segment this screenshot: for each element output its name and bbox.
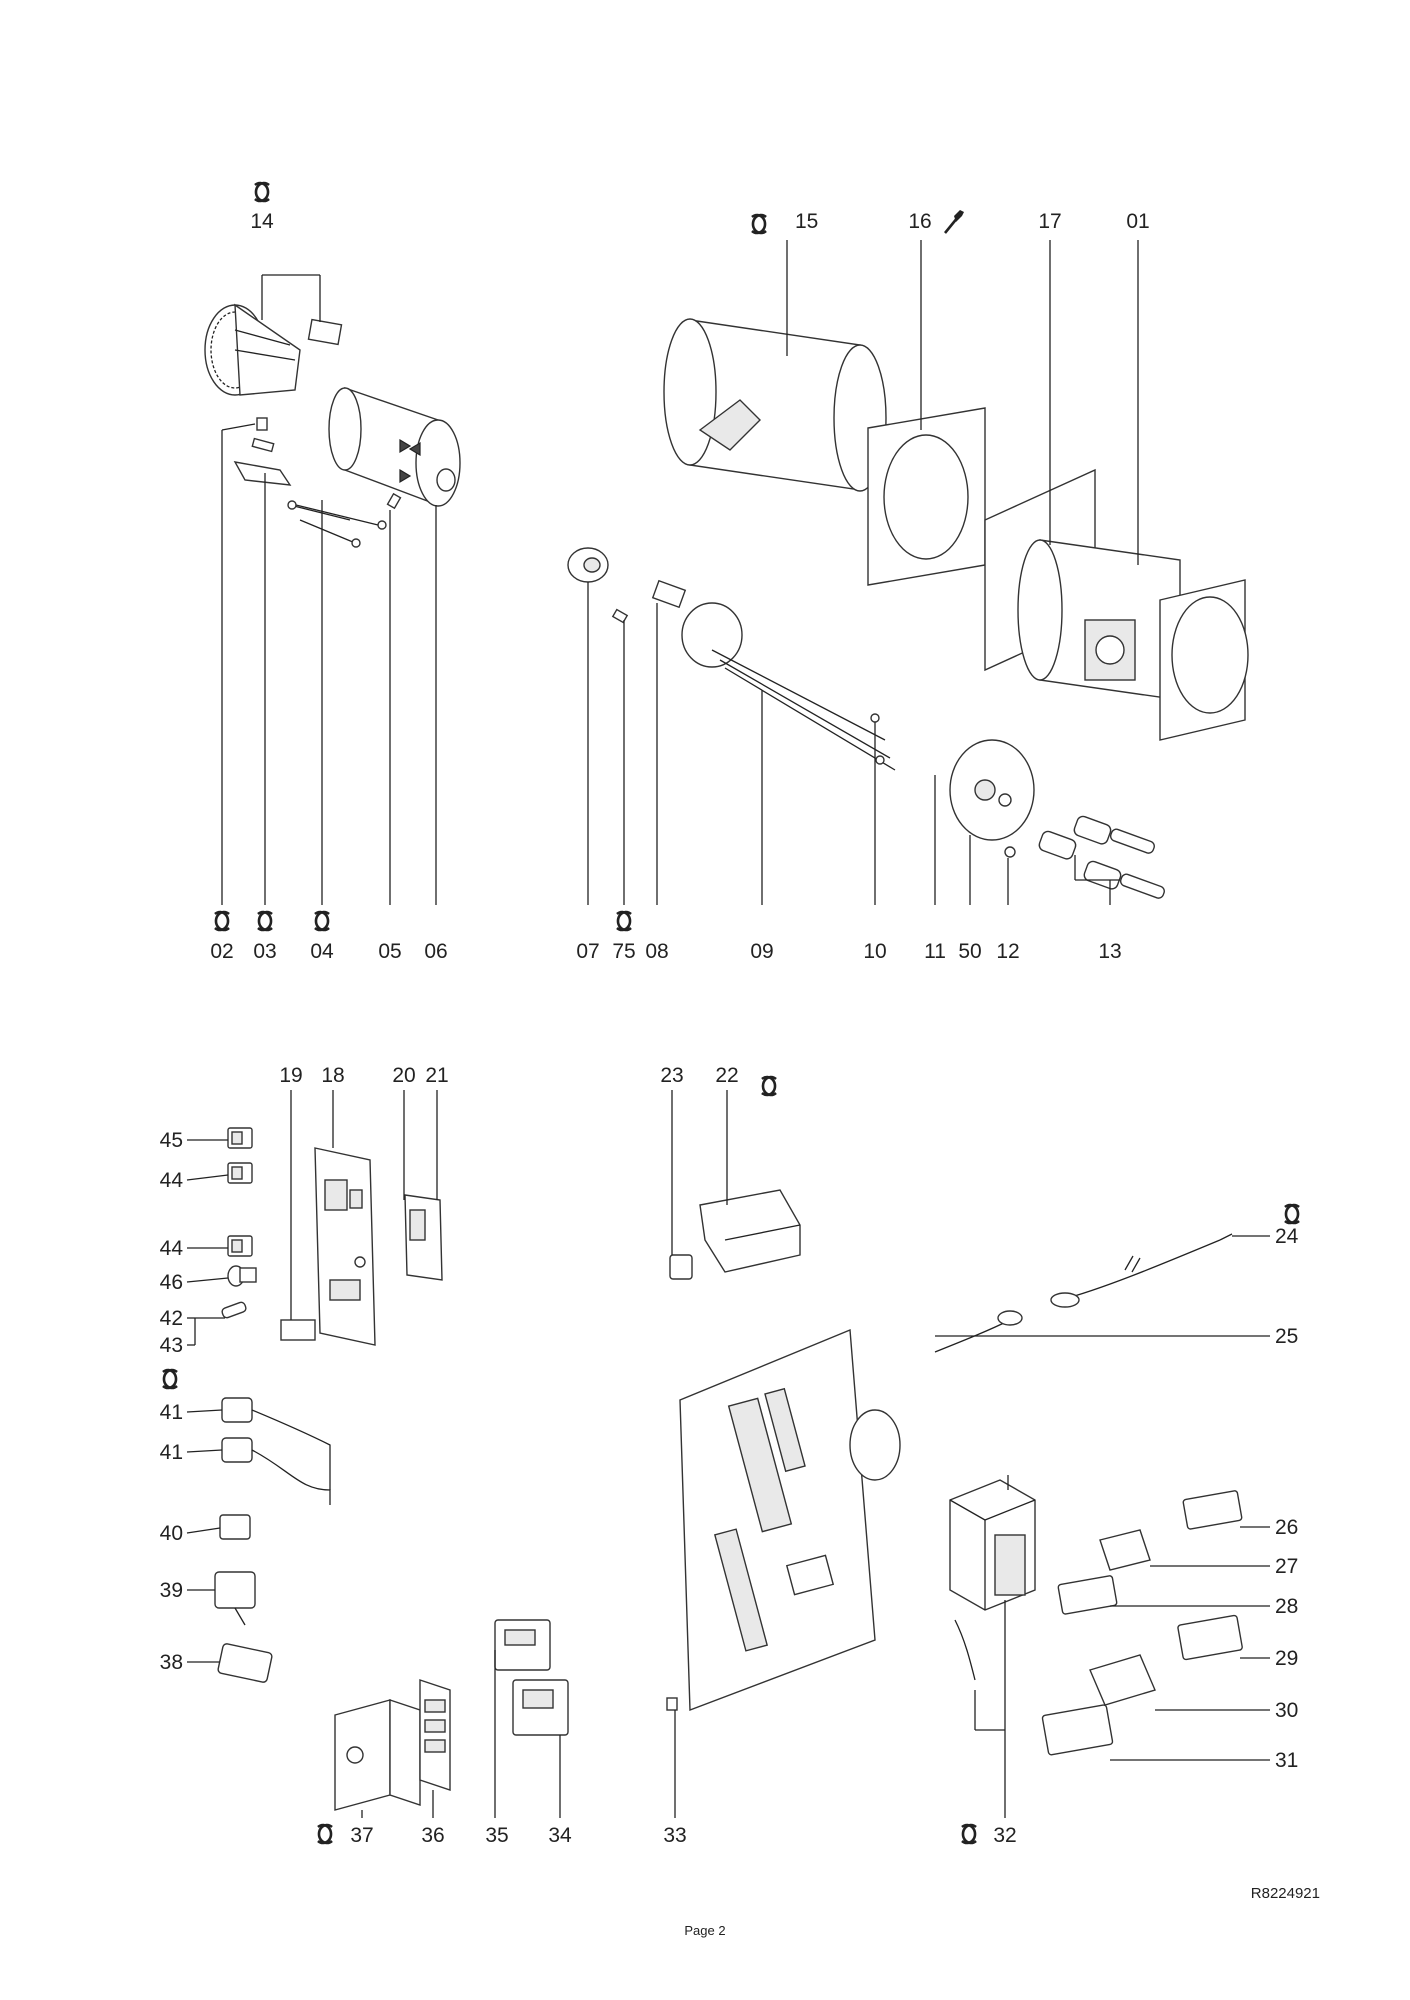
connectors-26-31-drawing	[1041, 1490, 1243, 1756]
label-13: 13	[1098, 940, 1121, 963]
part-50-drawing	[949, 739, 1035, 841]
spare-part-symbol-37	[317, 1823, 333, 1845]
part-24-25-drawing	[934, 1233, 1233, 1353]
label-25: 25	[1275, 1325, 1298, 1348]
part-19-drawing	[280, 1319, 316, 1341]
part-20-21-drawing	[404, 1194, 443, 1281]
label-30: 30	[1275, 1699, 1298, 1722]
label-43: 43	[160, 1334, 183, 1357]
label-21: 21	[425, 1064, 448, 1087]
part-15-drawing	[663, 318, 887, 492]
part-40-39-38-drawing	[214, 1514, 273, 1683]
label-40: 40	[160, 1522, 183, 1545]
label-32: 32	[993, 1824, 1016, 1847]
label-03: 03	[253, 940, 276, 963]
label-46: 46	[160, 1271, 183, 1294]
label-27: 27	[1275, 1555, 1298, 1578]
part-16-drawing	[867, 407, 986, 586]
label-15: 15	[795, 210, 818, 233]
part-09-drawing	[681, 602, 896, 771]
label-10: 10	[863, 940, 886, 963]
label-26: 26	[1275, 1516, 1298, 1539]
part-41-drawing	[221, 1397, 331, 1505]
part-45-44-46-42-drawings	[221, 1127, 257, 1319]
label-34: 34	[548, 1824, 572, 1847]
spare-part-symbol-75	[616, 910, 632, 932]
label-02: 02	[210, 940, 233, 963]
label-41b: 41	[160, 1441, 183, 1464]
spare-part-symbol-02	[214, 910, 230, 932]
label-07: 07	[576, 940, 599, 963]
part-37-36-drawing	[334, 1679, 451, 1811]
label-31: 31	[1275, 1749, 1298, 1772]
label-36: 36	[421, 1824, 444, 1847]
label-44a: 44	[160, 1169, 184, 1192]
page-number: Page 2	[684, 1923, 725, 1938]
group-bottom-right: 23 22 24 25 26 27 28 29 30 31 33 32	[660, 1064, 1300, 1847]
label-39: 39	[160, 1579, 183, 1602]
wrench-icon	[943, 210, 964, 234]
label-14: 14	[250, 210, 274, 233]
label-20: 20	[392, 1064, 415, 1087]
label-75: 75	[612, 940, 635, 963]
label-41a: 41	[160, 1401, 183, 1424]
label-45: 45	[160, 1129, 183, 1152]
label-09: 09	[750, 940, 773, 963]
label-11: 11	[924, 940, 946, 963]
part-07-08-75-drawing	[567, 547, 687, 624]
part-02-05-drawings	[233, 417, 402, 548]
label-38: 38	[160, 1651, 183, 1674]
document-reference: R8224921	[1251, 1885, 1320, 1902]
spare-part-symbol-04	[314, 910, 330, 932]
part-14-drawing	[204, 274, 343, 396]
label-12: 12	[996, 940, 1019, 963]
label-22: 22	[715, 1064, 738, 1087]
spare-part-symbol-15	[751, 213, 767, 235]
label-44b: 44	[160, 1237, 184, 1260]
part-22-23-drawing	[669, 1189, 801, 1280]
group-bottom-left: 19 18 20 21 45 44 44 46 42 43 41 41 40 3…	[160, 1064, 572, 1847]
part-32-drawing	[949, 1475, 1036, 1681]
label-33: 33	[663, 1824, 686, 1847]
part-06-drawing	[328, 387, 461, 507]
label-29: 29	[1275, 1647, 1298, 1670]
label-08: 08	[645, 940, 668, 963]
label-17: 17	[1038, 210, 1061, 233]
label-16: 16	[908, 210, 931, 233]
spare-part-symbol-14	[254, 181, 270, 203]
spare-part-symbol-24	[1284, 1203, 1300, 1225]
label-35: 35	[485, 1824, 508, 1847]
spare-part-symbol-03	[257, 910, 273, 932]
spare-part-symbol-32	[961, 1823, 977, 1845]
label-23: 23	[660, 1064, 683, 1087]
part-35-34-drawing	[494, 1619, 569, 1736]
label-28: 28	[1275, 1595, 1298, 1618]
label-04: 04	[310, 940, 334, 963]
label-42: 42	[160, 1307, 183, 1330]
part-18-drawing	[314, 1147, 376, 1346]
label-24: 24	[1275, 1225, 1299, 1248]
label-18: 18	[321, 1064, 344, 1087]
label-37: 37	[350, 1824, 373, 1847]
label-19: 19	[279, 1064, 302, 1087]
part-01-17-drawing	[984, 468, 1249, 741]
label-50: 50	[958, 940, 981, 963]
pcb-board-drawing	[679, 1328, 901, 1712]
label-06: 06	[424, 940, 447, 963]
group-top-left: 14 02 03 04 05 06	[204, 181, 461, 963]
spare-part-symbol-41	[162, 1368, 178, 1390]
spare-part-symbol-22	[761, 1075, 777, 1097]
part-10-12-13-drawing	[870, 713, 1165, 899]
label-05: 05	[378, 940, 401, 963]
label-01: 01	[1126, 210, 1149, 233]
group-top-right: 15 16 17 01 07 75 08 09 10 11 50 12 13	[567, 210, 1249, 963]
part-33-drawing	[666, 1697, 678, 1711]
